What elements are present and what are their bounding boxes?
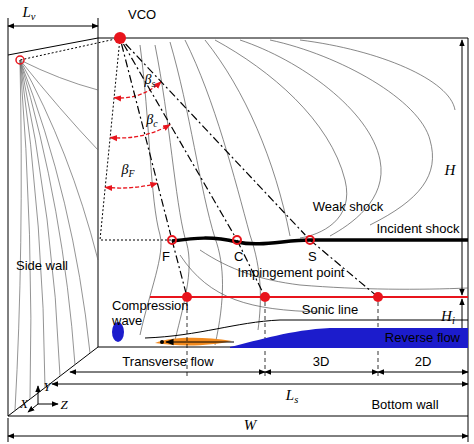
node-label: F: [162, 250, 170, 263]
back-plane-outline: [98, 38, 468, 347]
vertex-marker: [16, 56, 24, 64]
contour-line: [180, 255, 320, 312]
figure-label: Lv: [22, 5, 35, 20]
region-fill: [230, 328, 468, 348]
shock-ray-extensions: [172, 240, 378, 297]
impingement-line: [150, 296, 468, 298]
node-label: S: [308, 250, 317, 263]
contour-line: [20, 60, 98, 260]
figure-label: Bottom wall: [371, 398, 438, 411]
contour-line: [20, 60, 60, 376]
figure-label: Compression wave: [112, 298, 197, 328]
source-point: VCO: [114, 32, 126, 44]
impingement-dot: [373, 292, 383, 302]
shock-ray: [123, 44, 234, 235]
dimension-arrow: [265, 372, 378, 373]
figure-label: Transverse flow: [122, 355, 213, 368]
figure-label: Ls: [286, 388, 298, 403]
contour-line: [20, 60, 98, 90]
figure-label: Y: [43, 380, 50, 393]
figure-label: 2D: [415, 355, 432, 368]
contour-line: [15, 60, 21, 410]
contour-line: [205, 40, 290, 236]
dimension-arrow: [8, 436, 468, 437]
contour-line: [140, 45, 161, 335]
axis-arrow: [38, 404, 58, 405]
axis-arrow: [28, 404, 38, 412]
node-label: Reverse flow: [385, 331, 460, 344]
dimension-tick: [8, 416, 468, 442]
figure-label: βc: [146, 113, 157, 127]
reverse-flow-region: Reverse flow: [230, 326, 468, 348]
dimension-arrow: [8, 26, 98, 27]
shock-point: S: [305, 235, 315, 245]
node-label: VCO: [128, 8, 156, 21]
angle-arcs: [105, 82, 170, 188]
coordinate-axes: [28, 386, 58, 412]
contour-line: [20, 60, 45, 388]
figure-label: βs: [145, 73, 156, 87]
angle-arc: [105, 183, 157, 188]
contour-line: [20, 60, 31, 399]
dimension-arrow: [52, 384, 468, 385]
contour-line: [200, 250, 468, 289]
reference-line: [100, 38, 172, 240]
dimension-arrow: [70, 372, 265, 373]
figure-label: Sonic line: [302, 303, 358, 316]
node-label: C: [234, 250, 243, 263]
dimension-lines: [8, 18, 468, 442]
angle-arc: [110, 125, 170, 138]
figure-label: 3D: [313, 355, 330, 368]
side-wall-contours: [15, 60, 98, 410]
bottom-wall-outline: [8, 347, 468, 416]
figure-label: W: [244, 418, 257, 433]
contour-line: [300, 40, 455, 110]
shock-ray: [122, 44, 171, 235]
figure-label: X: [20, 397, 28, 410]
figure-label: H: [445, 163, 456, 178]
dimension-arrow: [378, 372, 468, 373]
contour-line: [270, 40, 433, 225]
side-wall-outline: [8, 38, 98, 416]
figure-label: Impingement point: [238, 266, 345, 279]
dimension-arrow: [462, 40, 463, 295]
shock-point: C: [232, 235, 242, 245]
dimension-tick: [8, 18, 98, 55]
contour-line: [20, 60, 90, 353]
shock-ray: [126, 44, 306, 235]
figure-label: Side wall: [16, 259, 68, 272]
reference-line: [20, 38, 120, 60]
figure-label: βF: [122, 163, 135, 177]
figure-label: Weak shock: [313, 200, 384, 213]
contour-line: [20, 60, 98, 150]
figure-label: Hi: [441, 309, 455, 324]
flow-dot: [160, 340, 164, 344]
figure-label: Z: [60, 398, 67, 411]
flow-arrow: [166, 341, 234, 342]
axis-arrow: [38, 386, 39, 404]
flow-contours: [140, 40, 468, 345]
incident-shock-line: [172, 238, 468, 244]
impingement-dot: [260, 292, 270, 302]
contour-line: [185, 40, 260, 330]
figure-label: Incident shock: [376, 222, 459, 235]
shock-ray: [172, 240, 187, 297]
shock-point: F: [167, 235, 177, 245]
